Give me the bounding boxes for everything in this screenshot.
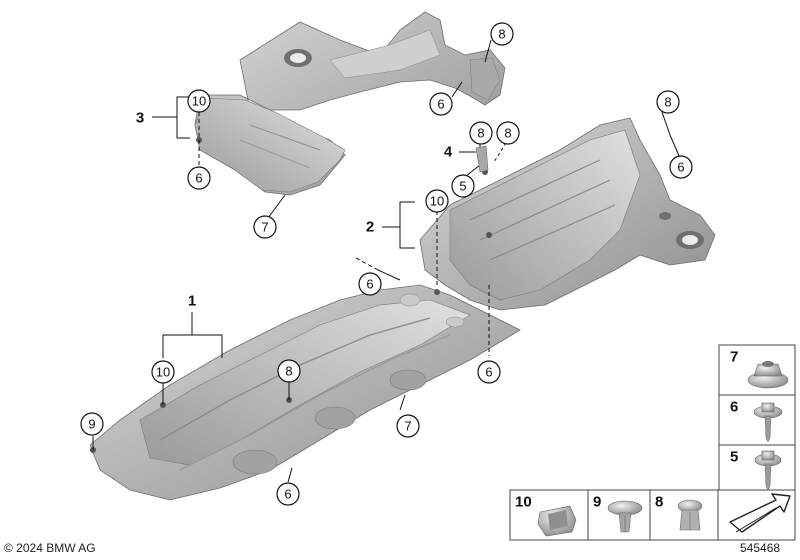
callout-7-center: 7 [396, 414, 420, 438]
svg-text:5: 5 [459, 179, 466, 194]
expanding-rivet-icon [607, 500, 643, 533]
svg-text:10: 10 [156, 365, 170, 380]
svg-text:8: 8 [477, 126, 484, 141]
callout-6-rear-right: 6 [669, 155, 693, 179]
svg-text:6: 6 [366, 277, 373, 292]
svg-text:8: 8 [285, 364, 292, 379]
svg-text:6: 6 [284, 487, 291, 502]
diagram-number: 545468 [740, 541, 781, 555]
callout-8-bracket-right: 8 [496, 121, 520, 145]
callout-6-front: 6 [187, 166, 211, 190]
rear-underbody-shield [419, 117, 716, 311]
svg-text:7: 7 [730, 349, 738, 366]
legend-item-7: 7 [730, 349, 789, 389]
svg-text:9: 9 [593, 494, 601, 511]
legend-column: 7 6 5 [718, 344, 796, 496]
callout-10-rear: 10 [425, 189, 449, 213]
spring-clip-nut-icon [537, 505, 577, 537]
group-label-4: 4 [444, 144, 453, 161]
center-underbody-shield [89, 284, 521, 501]
bracket-part [475, 145, 489, 173]
callout-9-center: 9 [80, 412, 104, 436]
callout-6-rear-left: 6 [358, 272, 382, 296]
callout-6-center: 6 [276, 482, 300, 506]
leader-lines [92, 39, 681, 483]
svg-text:6: 6 [677, 160, 684, 175]
callout-5-bracket: 5 [451, 174, 475, 198]
svg-text:10: 10 [430, 194, 444, 209]
group-label-2: 2 [366, 219, 374, 236]
svg-text:8: 8 [504, 126, 511, 141]
callout-7-front: 7 [253, 215, 277, 239]
callout-8-center: 8 [277, 359, 301, 383]
legend-item-6: 6 [730, 399, 783, 443]
svg-text:10: 10 [515, 494, 532, 511]
callout-6-front-bracket: 6 [429, 92, 453, 116]
callout-8-top: 8 [490, 22, 514, 46]
group-label-3: 3 [136, 110, 144, 127]
legend-row: 10 9 8 [509, 489, 796, 541]
callout-6-rear-bottom: 6 [477, 360, 501, 384]
svg-text:6: 6 [485, 365, 492, 380]
flange-screw-icon [753, 402, 783, 443]
svg-text:8: 8 [498, 27, 505, 42]
svg-text:6: 6 [195, 171, 202, 186]
callout-8-bracket-left: 8 [469, 121, 493, 145]
svg-text:8: 8 [655, 494, 663, 511]
copyright-text: © 2024 BMW AG [4, 541, 96, 555]
front-direction-arrow-icon [729, 493, 791, 533]
callout-10-front: 10 [187, 89, 211, 113]
svg-text:5: 5 [730, 449, 738, 466]
svg-text:7: 7 [404, 419, 411, 434]
flange-nut-icon [747, 361, 789, 389]
svg-text:6: 6 [437, 97, 444, 112]
push-rivet-icon [677, 499, 703, 531]
legend-item-9: 9 [593, 494, 643, 533]
svg-text:9: 9 [88, 417, 95, 432]
group-label-1: 1 [188, 293, 196, 310]
svg-text:8: 8 [664, 95, 671, 110]
legend-item-5: 5 [730, 449, 782, 491]
svg-text:6: 6 [730, 399, 738, 416]
svg-text:10: 10 [192, 94, 206, 109]
front-underbody-shield [194, 11, 506, 196]
callout-10-center: 10 [151, 360, 175, 384]
callout-8-rear-right: 8 [656, 90, 680, 114]
legend-item-10: 10 [515, 494, 577, 537]
self-tapping-screw-icon [754, 450, 782, 491]
legend-item-8: 8 [655, 494, 703, 531]
svg-text:7: 7 [261, 220, 268, 235]
